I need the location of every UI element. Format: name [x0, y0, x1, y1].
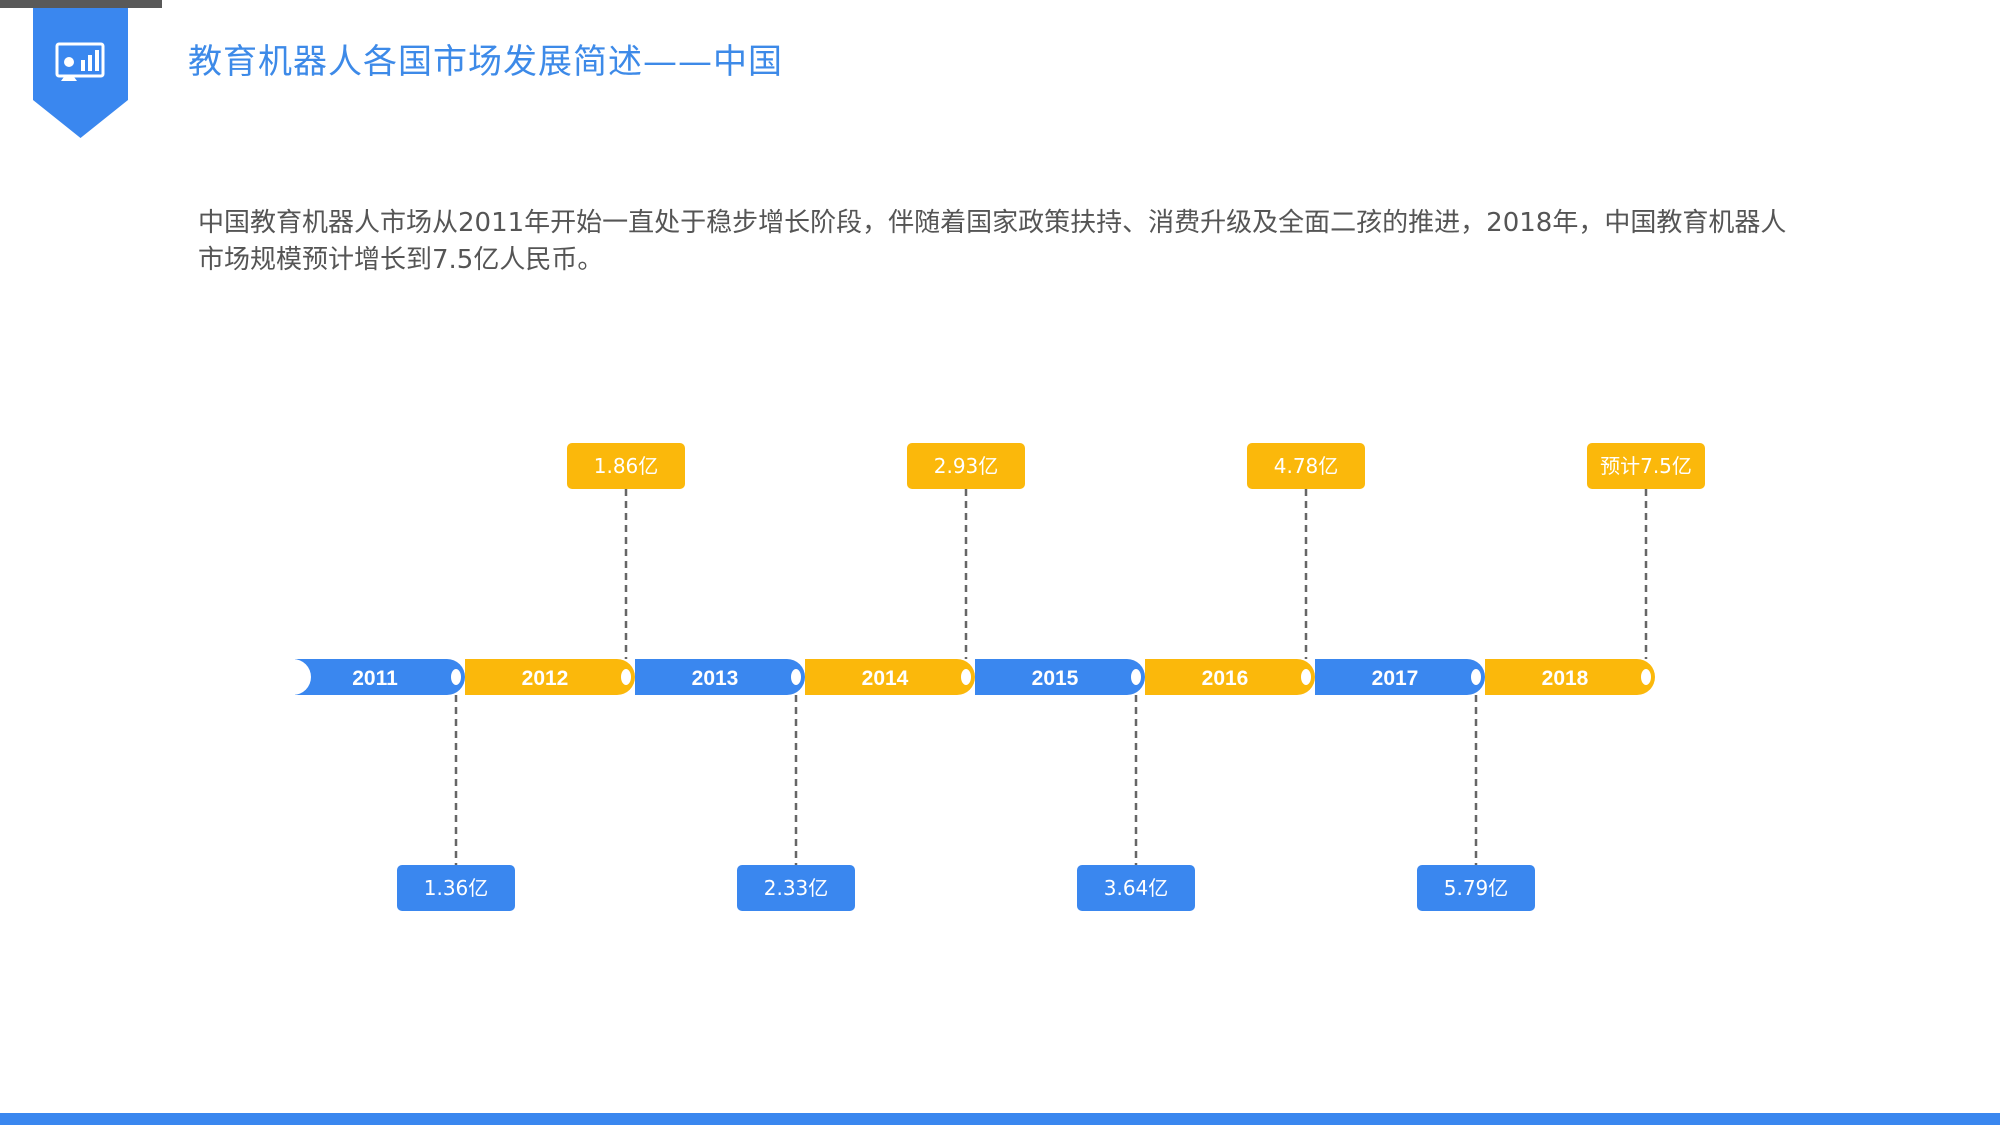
- value-box: [737, 865, 855, 911]
- timeline-item-2011: 2011 1.36亿: [293, 659, 515, 911]
- value-label: 4.78亿: [1274, 454, 1339, 478]
- year-label: 2016: [1202, 667, 1249, 690]
- timeline-item-2013: 2013 2.33亿: [635, 659, 855, 911]
- header-badge: [33, 8, 128, 138]
- timeline-segment: [635, 659, 805, 695]
- timeline-node-dot: [1301, 669, 1311, 685]
- year-label: 2013: [692, 667, 739, 690]
- year-label: 2011: [352, 667, 398, 690]
- value-label: 2.93亿: [934, 454, 999, 478]
- timeline-segment: [1485, 659, 1655, 695]
- value-label: 1.86亿: [594, 454, 659, 478]
- timeline-start-notch: [293, 659, 311, 695]
- top-accent-bar: [0, 0, 162, 8]
- timeline-item-2017: 2017 5.79亿: [1315, 659, 1535, 911]
- value-label: 3.64亿: [1104, 876, 1169, 900]
- timeline-segment: [975, 659, 1145, 695]
- year-label: 2018: [1542, 667, 1589, 690]
- presentation-chart-icon: [55, 42, 105, 81]
- timeline-segment: [295, 659, 465, 695]
- timeline-segment: [465, 659, 635, 695]
- timeline-node-dot: [791, 669, 801, 685]
- value-label: 1.36亿: [424, 876, 489, 900]
- year-label: 2014: [862, 667, 909, 690]
- timeline-node-dot: [451, 669, 461, 685]
- timeline-segment: [1145, 659, 1315, 695]
- page-title: 教育机器人各国市场发展简述——中国: [188, 42, 783, 82]
- value-box: [1417, 865, 1535, 911]
- value-label: 5.79亿: [1444, 876, 1509, 900]
- value-box: [1077, 865, 1195, 911]
- value-box: [1587, 443, 1705, 489]
- timeline-node-dot: [1641, 669, 1651, 685]
- value-label: 2.33亿: [764, 876, 829, 900]
- timeline-node-dot: [1131, 669, 1141, 685]
- timeline-segment: [805, 659, 975, 695]
- year-label: 2017: [1372, 667, 1419, 690]
- value-box: [1247, 443, 1365, 489]
- value-box: [907, 443, 1025, 489]
- year-label: 2012: [522, 667, 569, 690]
- bottom-accent-bar: [0, 1113, 2000, 1125]
- timeline-node-dot: [961, 669, 971, 685]
- value-box: [567, 443, 685, 489]
- timeline-item-2018: 2018 预计7.5亿: [1485, 443, 1705, 695]
- value-label: 预计7.5亿: [1600, 454, 1692, 478]
- timeline-item-2014: 2014 2.93亿: [805, 443, 1025, 695]
- timeline-segment: [1315, 659, 1485, 695]
- description-paragraph: 中国教育机器人市场从2011年开始一直处于稳步增长阶段，伴随着国家政策扶持、消费…: [198, 208, 1787, 275]
- timeline-item-2015: 2015 3.64亿: [975, 659, 1195, 911]
- timeline-node-dot: [1471, 669, 1481, 685]
- timeline-item-2012: 2012 1.86亿: [465, 443, 685, 695]
- timeline-node-dot: [621, 669, 631, 685]
- year-label: 2015: [1032, 667, 1079, 690]
- value-box: [397, 865, 515, 911]
- timeline-item-2016: 2016 4.78亿: [1145, 443, 1365, 695]
